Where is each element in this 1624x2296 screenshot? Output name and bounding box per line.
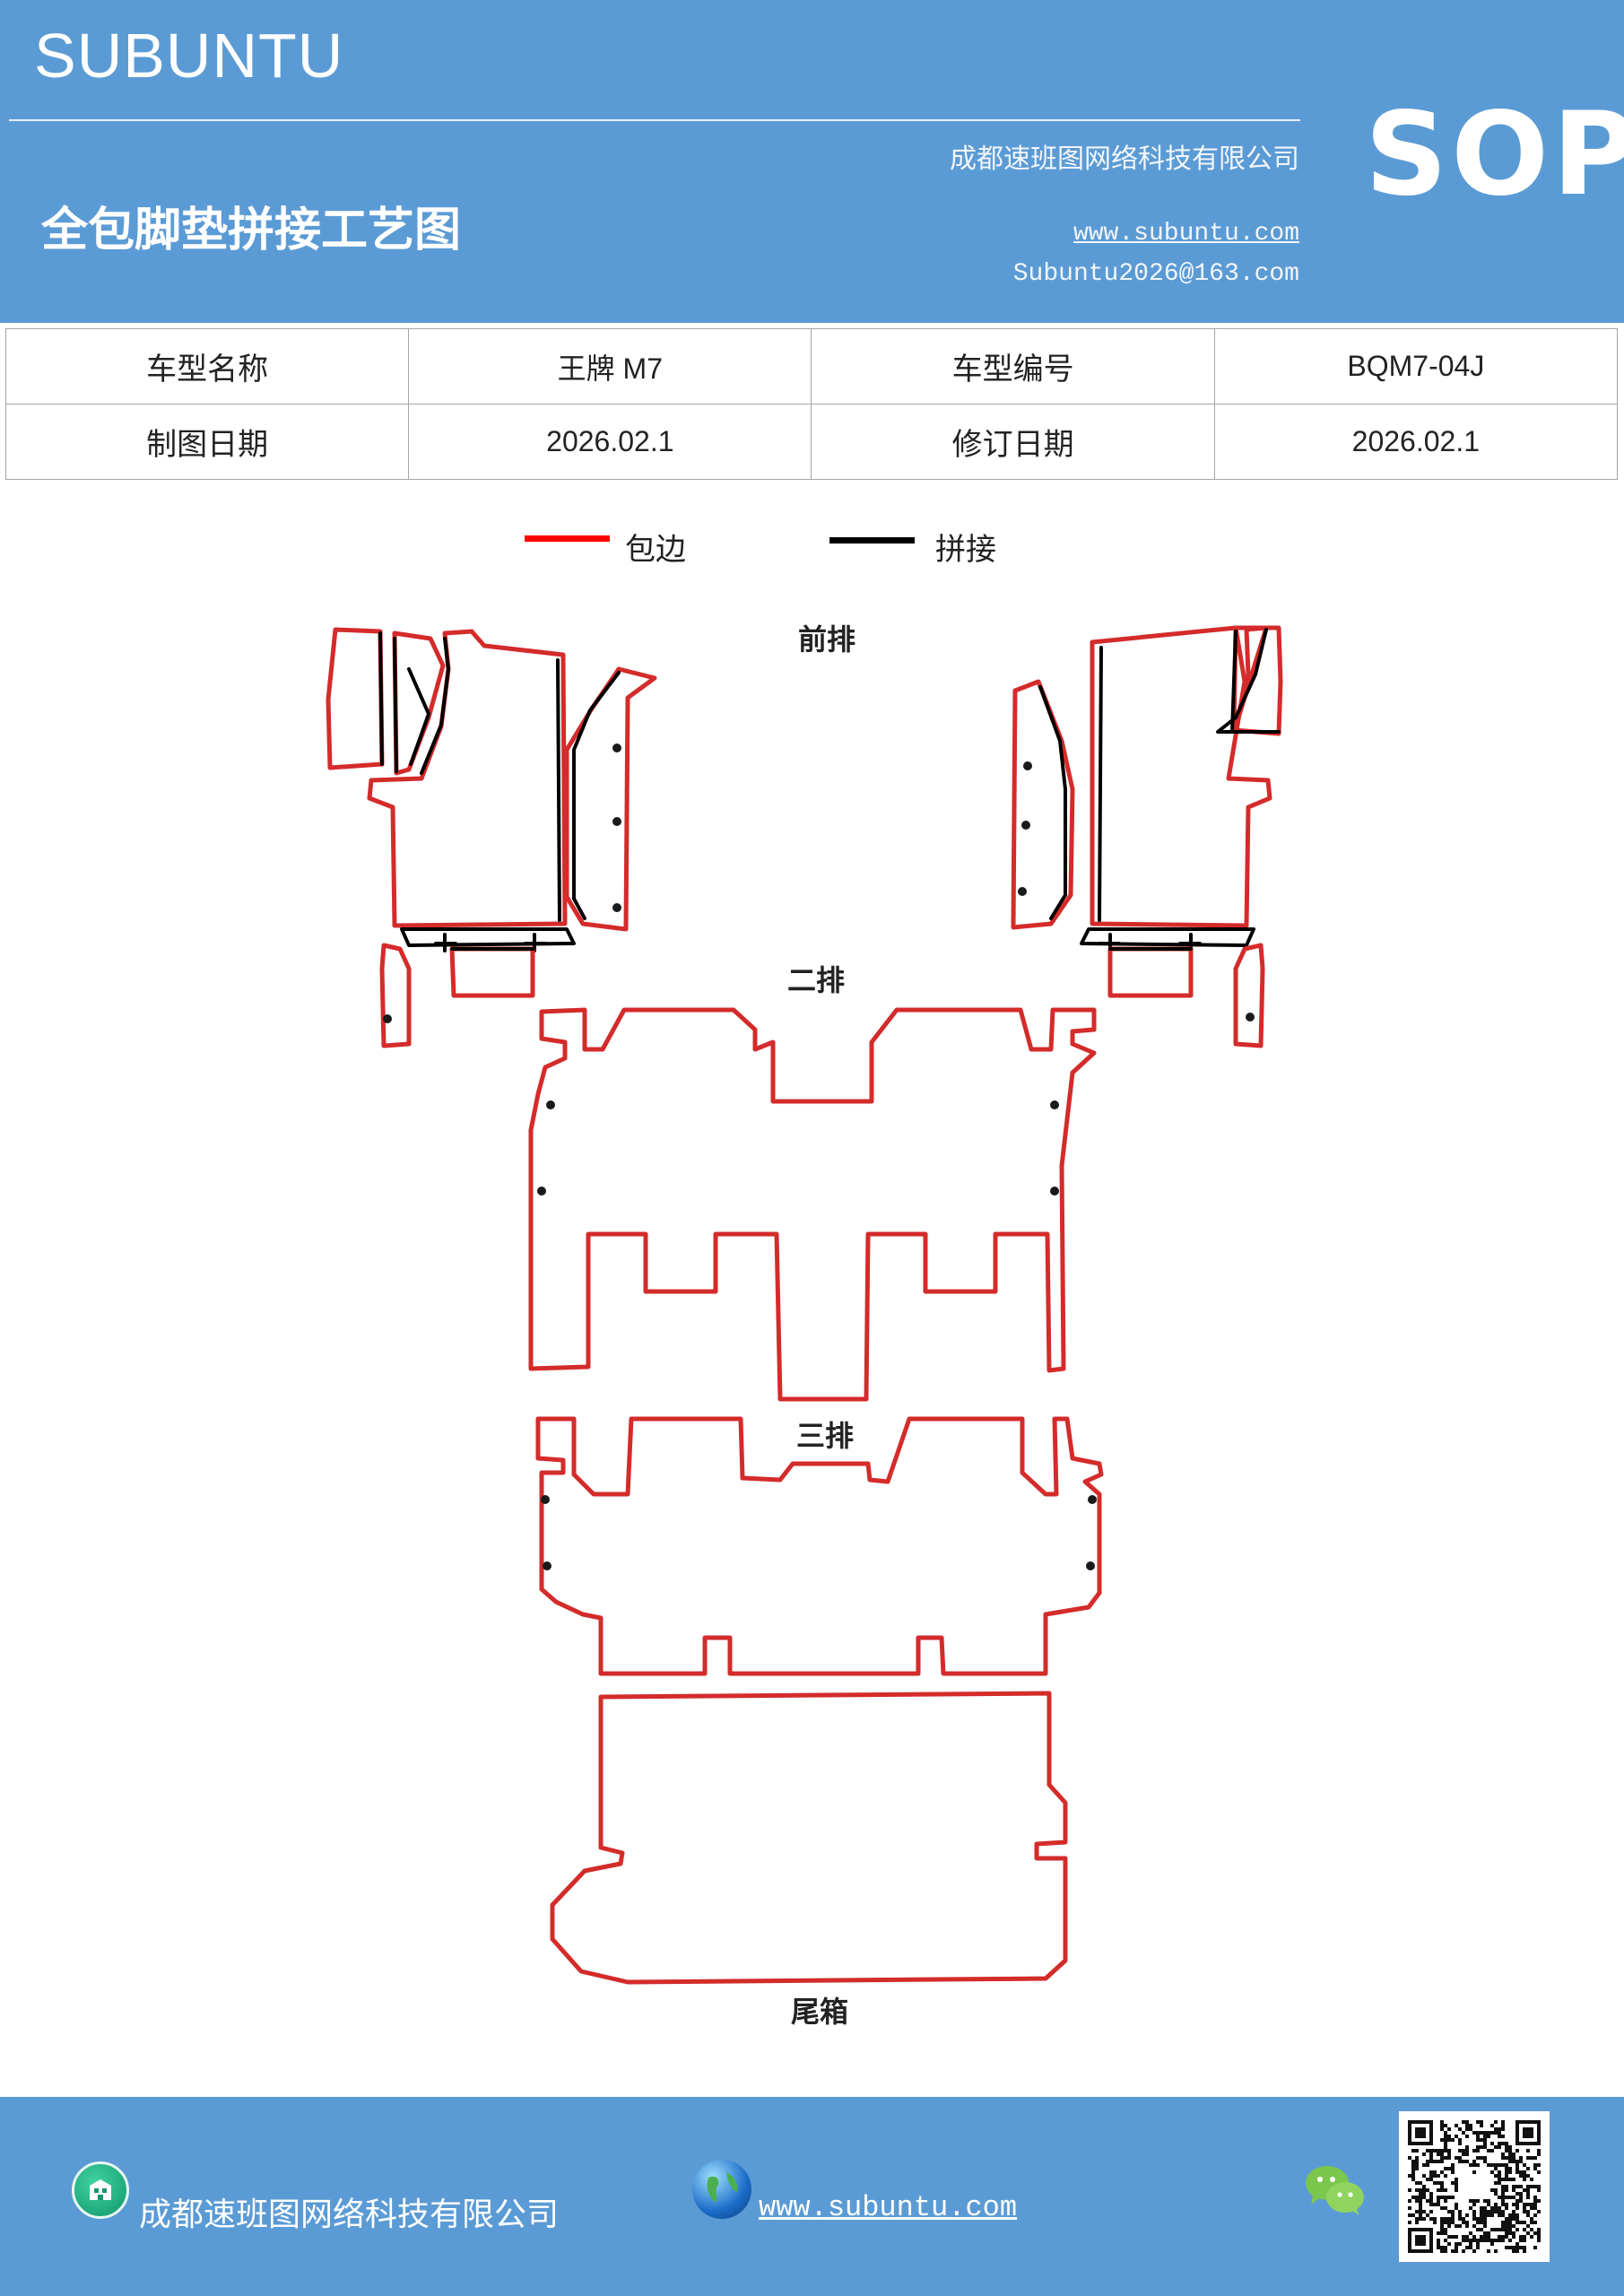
front-left-mats [326,627,657,1048]
splice-seam [434,933,547,952]
model-code-value: BQM7-04J [1213,328,1619,404]
mat-piece [1107,946,1194,998]
mat-piece [449,946,535,998]
splice-seam [556,658,561,922]
vehicle-info-table: 车型名称 王牌 M7 车型编号 BQM7-04J 制图日期 2026.02.1 … [4,328,1619,480]
splice-seam [393,637,398,773]
edging-legend-swatch [525,535,610,542]
footer-company: 成都速班图网络科技有限公司 [139,2196,560,2233]
revise-date-value: 2026.02.1 [1213,404,1619,480]
splice-seam [1080,927,1255,947]
trunk-label: 尾箱 [791,1995,849,2029]
model-code-label: 车型编号 [811,328,1215,404]
mat-piece [1090,625,1272,928]
splice-seam [1098,933,1202,952]
splice-legend-swatch [829,537,915,544]
model-name-label: 车型名称 [4,328,410,404]
splice-legend-label: 拼接 [935,532,996,568]
third-row-mat [535,1416,1104,1676]
second-row-label: 二排 [787,963,846,997]
revise-date-label: 修订日期 [811,404,1215,480]
globe-icon [692,2160,751,2219]
third-row-label: 三排 [796,1419,855,1453]
front-row-label: 前排 [798,622,856,657]
wechat-icon[interactable] [1304,2163,1367,2217]
splice-seam [1098,646,1103,922]
splice-seam [572,671,621,920]
qr-code-icon [1399,2111,1550,2262]
edging-legend-label: 包边 [625,532,686,568]
document-title: 全包脚垫拼接工艺图 [41,203,462,257]
mat-piece [564,666,657,932]
second-row-mat [528,1007,1097,1402]
mat-piece [326,627,385,770]
building-icon [72,2161,129,2219]
mat-piece [1011,679,1075,930]
sop-badge: SOP [1365,88,1624,222]
header-banner [0,0,1624,323]
header-email: Subuntu2026@163.com [1012,260,1299,288]
footer-website-link[interactable]: www.subuntu.com [759,2191,1018,2224]
table-row: 车型名称 王牌 M7 车型编号 BQM7-04J [4,328,1619,404]
splice-seam [1038,685,1067,920]
brand-name: SUBUNTU [34,21,344,91]
front-right-mats [1011,625,1283,1048]
header-company: 成都速班图网络科技有限公司 [950,144,1299,175]
mat-piece [367,629,568,928]
floor-mat-diagram [326,625,1283,1985]
splice-seam [400,927,576,947]
splice-seam [378,631,384,766]
mat-piece [379,943,412,1048]
trunk-mat [550,1691,1068,1985]
model-name-value: 王牌 M7 [408,328,812,404]
draw-date-value: 2026.02.1 [408,404,812,480]
marker-dots [383,744,1255,1570]
header-divider [9,119,1300,121]
header-website-link[interactable]: www.subuntu.com [1073,220,1299,248]
splice-seam [1216,628,1268,734]
mat-piece [392,631,446,776]
table-row: 制图日期 2026.02.1 修订日期 2026.02.1 [4,404,1619,480]
draw-date-label: 制图日期 [4,404,410,480]
mat-piece [1233,943,1265,1048]
splice-seam [1230,630,1238,734]
splice-seam [407,667,430,766]
splice-seam [420,637,450,775]
